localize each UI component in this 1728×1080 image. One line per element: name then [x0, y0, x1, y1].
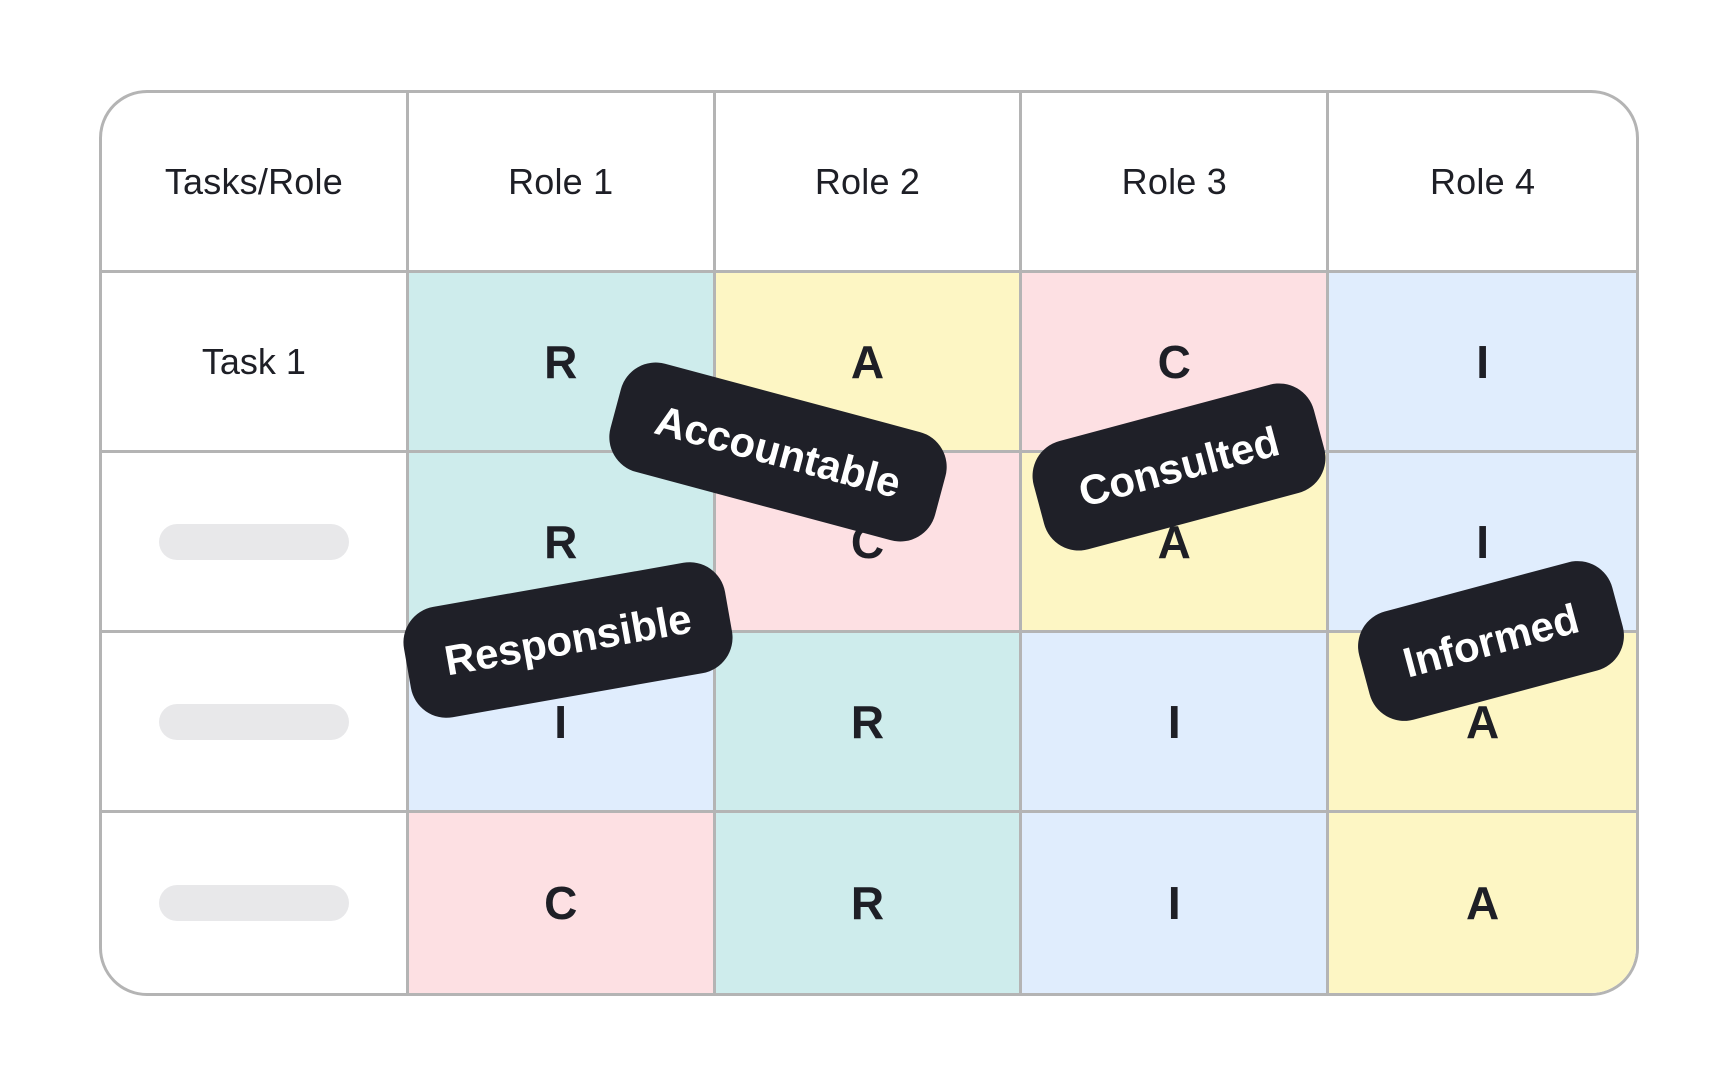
- raci-cell: A: [1329, 813, 1636, 993]
- raci-matrix: Tasks/Role Role 1 Role 2 Role 3 Role 4 T…: [99, 90, 1639, 996]
- task-cell: [102, 813, 409, 993]
- task-placeholder-bar: [158, 885, 349, 921]
- task-placeholder-bar: [158, 523, 349, 560]
- raci-cell: I: [1329, 273, 1636, 453]
- raci-cell: R: [715, 813, 1023, 993]
- raci-cell: I: [1022, 813, 1330, 993]
- task-label: Task 1: [102, 273, 409, 453]
- header-role-4: Role 4: [1329, 93, 1636, 273]
- raci-cell: I: [1022, 633, 1330, 813]
- task-placeholder-bar: [158, 703, 349, 740]
- header-role-3: Role 3: [1022, 93, 1330, 273]
- raci-cell: R: [715, 633, 1023, 813]
- raci-cell: C: [408, 813, 716, 993]
- header-tasks-role: Tasks/Role: [102, 93, 409, 273]
- header-role-1: Role 1: [408, 93, 716, 273]
- header-role-2: Role 2: [715, 93, 1023, 273]
- task-cell: [102, 633, 409, 813]
- task-cell: [102, 453, 409, 633]
